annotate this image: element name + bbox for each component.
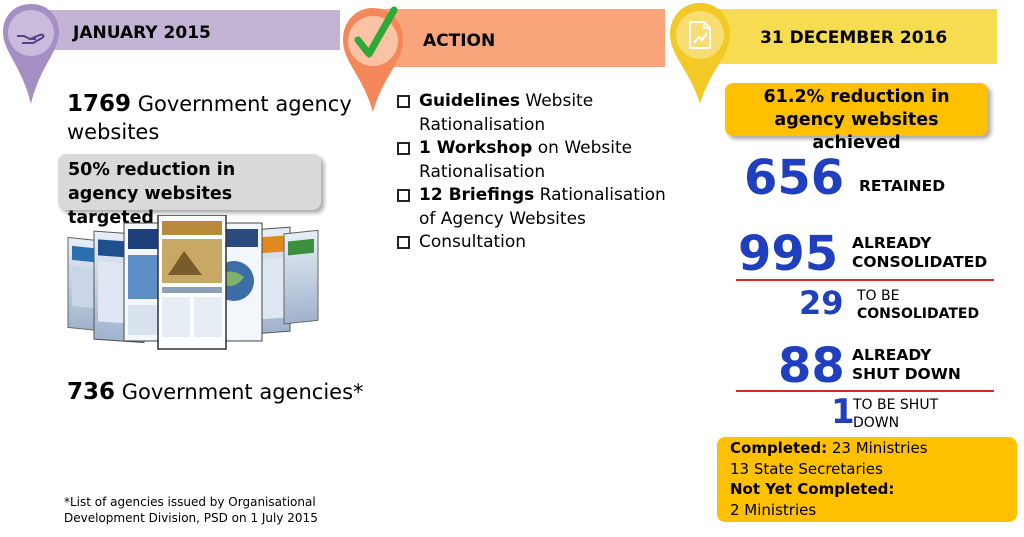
consolidated-label: ALREADY CONSOLIDATED — [852, 234, 987, 272]
action-list: Guidelines Website Rationalisation 1 Wor… — [397, 90, 667, 255]
completed-label: Completed: — [730, 439, 828, 457]
january-header: JANUARY 2015 — [73, 23, 211, 43]
to-shutdown-label-line1: TO BE SHUT — [853, 397, 939, 413]
agencies-stat: 736 Government agencies* — [67, 378, 367, 406]
websites-stat: 1769 Government agency websites — [67, 90, 357, 146]
checkbox-icon — [397, 236, 410, 249]
action-item-text: Rationalisation of Agency Websites — [419, 185, 666, 229]
websites-count: 1769 — [67, 91, 132, 117]
status-summary-box: Completed: 23 Ministries 13 State Secret… — [717, 437, 1017, 522]
january-pin — [3, 4, 59, 104]
checkbox-icon — [397, 189, 410, 202]
retained-number: 656 — [744, 150, 845, 206]
not-completed-label: Not Yet Completed: — [730, 480, 895, 498]
agencies-label: Government agencies* — [121, 380, 364, 404]
shutdown-label-line2: SHUT DOWN — [852, 365, 961, 383]
action-item-text: Website Rationalisation — [419, 91, 594, 135]
agencies-count: 736 — [67, 379, 116, 405]
action-pin — [343, 6, 403, 112]
checkbox-icon — [397, 95, 410, 108]
to-consolidate-label-line2: CONSOLIDATED — [857, 306, 980, 322]
consolidated-label-line1: ALREADY — [852, 234, 932, 252]
achieved-box: 61.2% reduction in agency websites achie… — [725, 83, 988, 153]
to-consolidate-label-line1: TO BE — [857, 288, 900, 304]
retained-label: RETAINED — [859, 177, 946, 195]
summary-line-ministries: 2 Ministries — [730, 500, 817, 519]
checkbox-icon — [397, 142, 410, 155]
december-banner — [705, 9, 997, 64]
january-banner — [40, 10, 340, 50]
action-item-text: on Website Rationalisation — [419, 138, 633, 182]
action-banner — [380, 9, 665, 67]
to-shutdown-label: TO BE SHUT DOWN — [853, 396, 938, 432]
divider-line — [736, 279, 994, 281]
websites-illustration — [67, 215, 319, 350]
summary-line-completed: Completed: 23 Ministries — [730, 438, 1017, 459]
action-item-consultation: Consultation — [397, 231, 667, 255]
to-shutdown-label-line2: DOWN — [853, 415, 900, 431]
consolidated-number: 995 — [738, 226, 839, 282]
december-pin — [670, 3, 730, 104]
consolidated-label-line2: CONSOLIDATED — [852, 253, 988, 271]
websites-label: Government agency websites — [67, 92, 352, 144]
action-item-bold: 1 Workshop — [419, 138, 533, 158]
action-item-workshop: 1 Workshop on Website Rationalisation — [397, 137, 667, 184]
shutdown-number: 88 — [778, 338, 845, 394]
action-item-bold: 12 Briefings — [419, 185, 535, 205]
december-header: 31 DECEMBER 2016 — [760, 28, 948, 48]
checkmark-icon — [354, 6, 398, 58]
action-item-text: Consultation — [419, 232, 527, 252]
completed-value: 23 Ministries — [827, 439, 928, 457]
to-consolidate-number: 29 — [799, 284, 844, 322]
summary-line-state-secretaries: 13 State Secretaries — [730, 459, 883, 478]
target-box: 50% reduction in agency websites targete… — [58, 154, 321, 228]
shutdown-label: ALREADY SHUT DOWN — [852, 346, 961, 384]
hand-icon — [17, 33, 45, 44]
action-item-briefings: 12 Briefings Rationalisation of Agency W… — [397, 184, 667, 231]
footnote: *List of agencies issued by Organisation… — [64, 495, 318, 525]
action-item-guidelines: Guidelines Website Rationalisation — [397, 90, 667, 137]
to-shutdown-number: 1 — [831, 392, 855, 432]
action-header: ACTION — [423, 31, 496, 51]
shutdown-label-line1: ALREADY — [852, 346, 932, 364]
to-consolidate-label: TO BE CONSOLIDATED — [857, 287, 979, 323]
action-item-bold: Guidelines — [419, 91, 520, 111]
divider-line — [736, 390, 994, 392]
document-chart-icon — [689, 21, 711, 49]
